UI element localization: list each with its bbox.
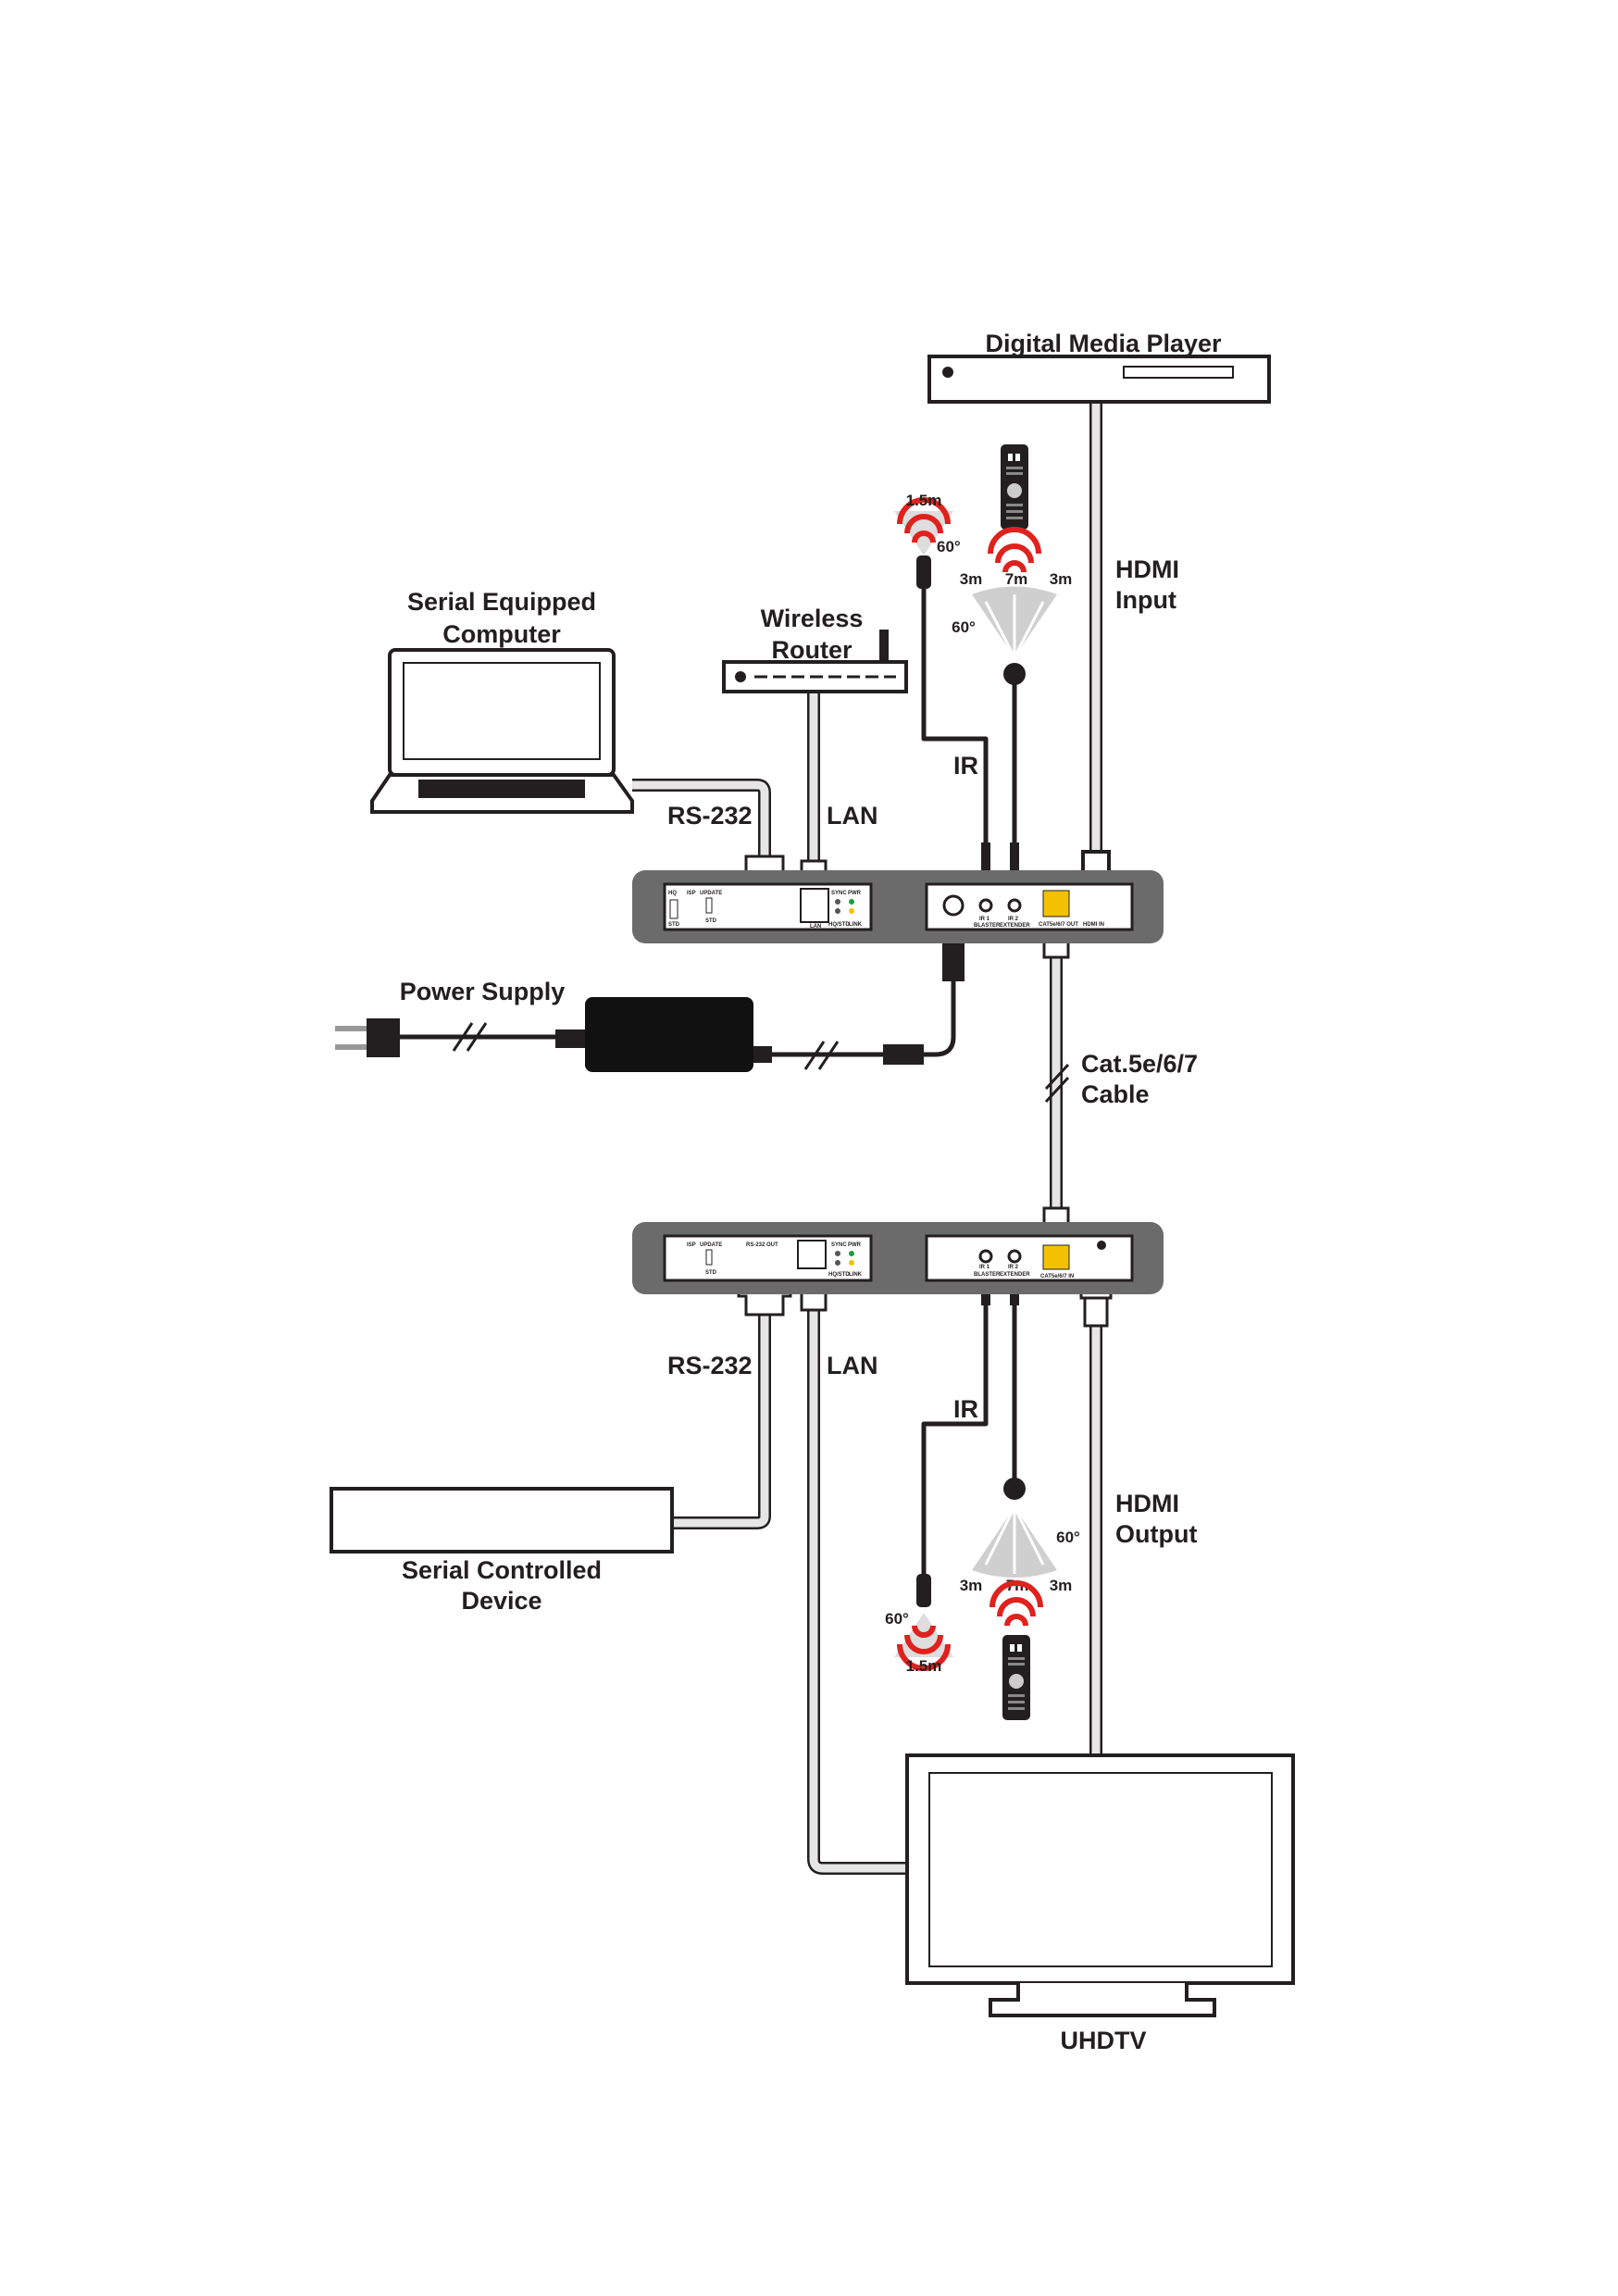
router-label: Wireless [761,605,864,632]
ir1-label: IR 1 [979,1265,990,1270]
update-label: UPDATE [700,1242,722,1248]
wireless-router: Wireless Router [722,605,908,693]
update-std-label: STD [705,918,717,924]
media-player-label: Digital Media Player [985,330,1222,357]
extender-label: EXTENDER [1000,1272,1030,1278]
hdmi-input-cable [1079,402,1113,924]
cable-label: Cat.5e/6/7 [1081,1050,1198,1078]
emitter-range-label: 1.5m [906,492,942,509]
receiver-side-range-right: 3m [1050,570,1073,588]
hq-label: HQ [668,891,677,896]
hdmi-input-label-2: Input [1115,586,1176,614]
receiver-unit: ISP UPDATE STD RS-232 OUT SYNC PWR HQ/ST… [632,1222,1164,1294]
rs232-bottom-label: RS-232 [667,1352,753,1379]
pwr-label: PWR [848,891,862,896]
ir-emitter-bottom-cable [921,1278,990,1574]
hqstd-label: HQ/STD [828,922,850,928]
hdmi-output-cable [1079,1257,1113,1755]
blaster-label: BLASTER [974,1272,1001,1278]
ir-receiver-top-cable [1010,680,1019,870]
serial-controlled-device: Serial Controlled Device [330,1487,674,1615]
lan-top-cable [800,692,828,891]
serial-device-label: Serial Controlled [402,1556,602,1584]
transmitter-unit: HQ STD ISP UPDATE STD LAN SYNC PWR HQ/ST… [632,870,1164,943]
isp-label: ISP [687,891,696,896]
receiver-side-range-left: 3m [960,1577,983,1594]
receiver-side-range-left: 3m [960,570,983,588]
sync-label: SYNC [831,1242,847,1248]
ir-receiver-bottom: 3m 7m 3m 60° [960,1478,1080,1594]
remote-control-bottom [992,1583,1040,1720]
lan-bottom-label: LAN [827,1352,878,1379]
hdmi-input-label: HDMI [1115,555,1179,583]
blaster-label: BLASTER [974,923,1001,929]
emitter-angle-label: 60° [937,538,961,555]
receiver-angle-label: 60° [1056,1529,1080,1546]
rs232-out-label: RS-232 OUT [746,1242,778,1248]
ir-top-label: IR [953,752,978,780]
laptop-computer: Serial Equipped Computer [370,588,634,814]
isp-label: ISP [687,1242,696,1248]
lan-port-label: LAN [810,924,821,930]
cat-in-label: CAT5e/6/7 IN [1040,1274,1074,1279]
link-label: LINK [849,922,863,928]
digital-media-player: Digital Media Player [927,330,1271,404]
rs232-top-label: RS-232 [667,802,753,830]
std-label: STD [668,922,680,928]
ir2-label: IR 2 [1008,917,1019,922]
hdmi-in-label: HDMI IN [1083,922,1104,928]
emitter-range-label: 1.5m [906,1657,942,1675]
receiver-center-range: 7m [1005,570,1028,588]
cable-label-2: Cable [1081,1080,1150,1108]
serial-device-label-2: Device [461,1587,541,1615]
ir-receiver-bottom-cable [1010,1278,1019,1481]
ir2-label: IR 2 [1008,1265,1019,1270]
receiver-angle-label: 60° [952,618,976,636]
computer-label-2: Computer [442,620,561,648]
ir-emitter-top: 1.5m 60° [894,492,961,589]
ir-receiver-top: 3m 7m 3m 60° [952,570,1072,685]
receiver-side-range-right: 3m [1050,1577,1073,1594]
hqstd-label: HQ/STD [828,1272,850,1278]
tv-label: UHDTV [1061,2027,1147,2054]
cat-out-label: CAT5e/6/7 OUT [1039,922,1078,928]
hdmi-output-label: HDMI [1115,1490,1179,1517]
ir1-label: IR 1 [979,917,990,922]
extender-label: EXTENDER [1000,923,1030,929]
computer-label: Serial Equipped [407,588,596,616]
ir-emitter-bottom: 60° 1.5m [885,1574,953,1675]
power-supply-label: Power Supply [400,978,566,1005]
hdmi-output-label-2: Output [1115,1520,1197,1548]
link-label: LINK [849,1272,863,1278]
uhdtv: UHDTV [905,1753,1295,2054]
pwr-label: PWR [848,1242,862,1248]
ir-bottom-label: IR [953,1395,978,1423]
remote-control-top [990,444,1039,572]
emitter-angle-label: 60° [885,1610,909,1628]
ir-emitter-top-cable [921,588,990,870]
power-supply: Power Supply [335,978,772,1072]
sync-label: SYNC [831,891,847,896]
update-label: UPDATE [700,891,722,896]
update-std-label: STD [705,1270,717,1276]
router-label-2: Router [772,636,853,664]
lan-top-label: LAN [827,802,878,830]
cat-cable [1042,924,1070,1242]
